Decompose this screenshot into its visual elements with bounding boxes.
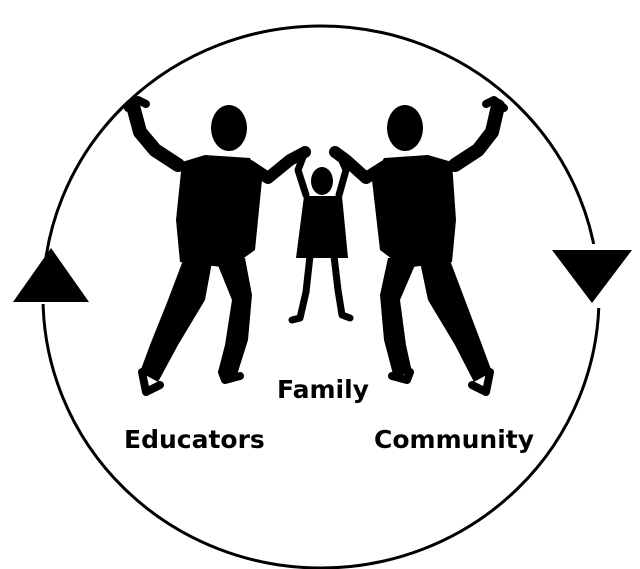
label-educators: Educators	[124, 425, 265, 454]
child-figure	[288, 148, 354, 324]
left-adult-figure	[124, 96, 311, 396]
triangle-down-icon	[552, 250, 632, 303]
family-silhouette-icon	[124, 96, 508, 396]
label-family: Family	[277, 375, 369, 404]
triangle-up-icon	[13, 248, 89, 302]
right-adult-figure	[329, 96, 508, 396]
label-community: Community	[374, 425, 534, 454]
